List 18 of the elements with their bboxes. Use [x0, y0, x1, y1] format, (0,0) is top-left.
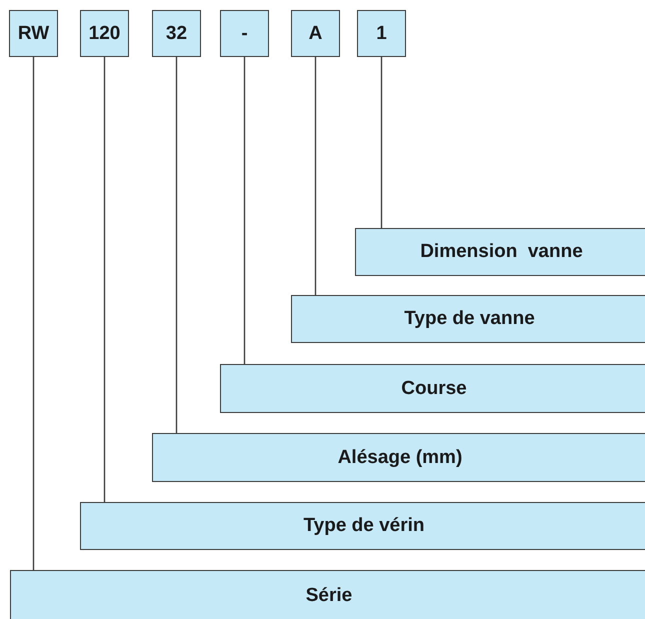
code-box: A: [291, 10, 340, 57]
code-box: 120: [80, 10, 129, 57]
connector-line: [104, 57, 106, 502]
connector-line: [244, 57, 246, 364]
field-band: Type de vérin: [80, 502, 645, 550]
field-band: Course: [220, 364, 645, 413]
code-box: -: [220, 10, 269, 57]
code-box: 1: [357, 10, 406, 57]
field-band: Série: [10, 570, 645, 619]
field-band: Alésage (mm): [152, 433, 645, 482]
connector-line: [176, 57, 178, 433]
connector-line: [380, 57, 382, 228]
connector-line: [32, 57, 34, 570]
code-box: RW: [9, 10, 58, 57]
field-band: Dimension vanne: [355, 228, 645, 276]
field-band: Type de vanne: [291, 295, 645, 343]
code-box: 32: [152, 10, 201, 57]
connector-line: [314, 57, 316, 295]
